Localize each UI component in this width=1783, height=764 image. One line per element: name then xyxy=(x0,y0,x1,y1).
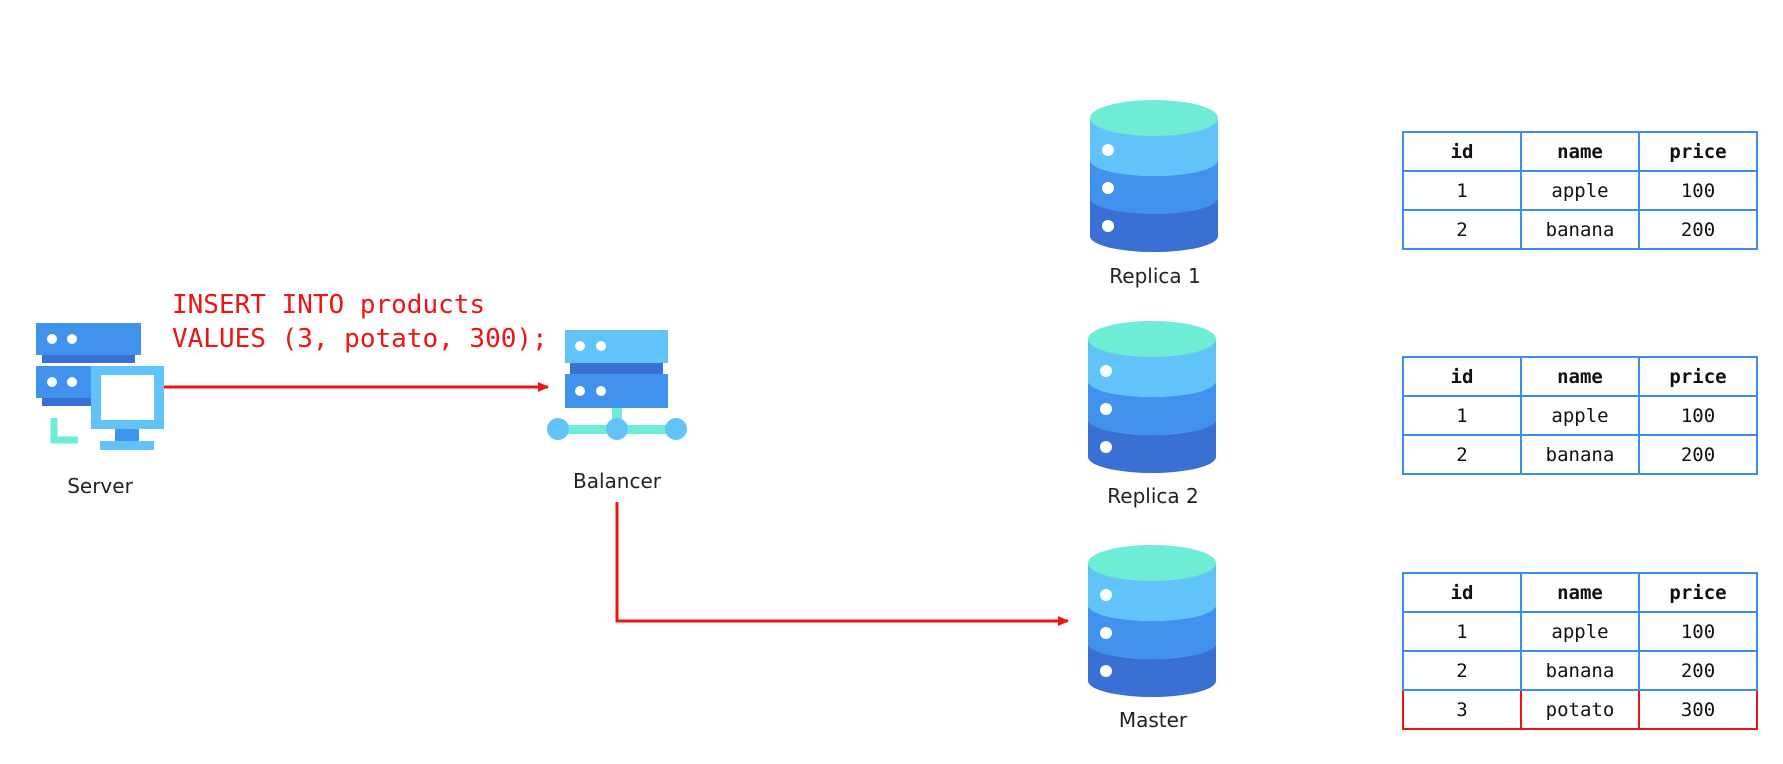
table-cell: 2 xyxy=(1402,650,1522,691)
table-cell: apple xyxy=(1520,611,1640,652)
replica-1-database xyxy=(1088,98,1220,256)
table-row: 2 banana 200 xyxy=(1402,434,1758,475)
replica-2-table: id name price 1 apple 100 2 banana 200 xyxy=(1402,356,1758,475)
replica-2-label: Replica 2 xyxy=(1107,484,1199,508)
replica-1-label: Replica 1 xyxy=(1109,264,1201,288)
replica-2-database xyxy=(1086,319,1218,477)
column-header: name xyxy=(1520,572,1640,613)
table-cell: 1 xyxy=(1402,170,1522,211)
column-header: price xyxy=(1638,356,1758,397)
server-node xyxy=(30,318,170,458)
table-cell: 1 xyxy=(1402,611,1522,652)
table-row: 1 apple 100 xyxy=(1402,611,1758,652)
balancer-node xyxy=(545,325,690,450)
table-header-row: id name price xyxy=(1402,356,1758,397)
database-icon xyxy=(1088,545,1216,697)
table-row: 1 apple 100 xyxy=(1402,170,1758,211)
column-header: id xyxy=(1402,131,1522,172)
database-icon xyxy=(1088,321,1216,473)
table-cell: 2 xyxy=(1402,209,1522,250)
master-label: Master xyxy=(1118,708,1188,732)
table-cell: 100 xyxy=(1638,611,1758,652)
replica-1-table: id name price 1 apple 100 2 banana 200 xyxy=(1402,131,1758,250)
load-balancer-icon xyxy=(547,330,687,440)
table-cell: 2 xyxy=(1402,434,1522,475)
database-icon xyxy=(1090,100,1218,252)
column-header: id xyxy=(1402,356,1522,397)
server-label: Server xyxy=(67,474,133,498)
master-table: id name price 1 apple 100 2 banana 200 3… xyxy=(1402,572,1758,730)
table-cell: banana xyxy=(1520,650,1640,691)
column-header: price xyxy=(1638,572,1758,613)
inserted-row: 3 potato 300 xyxy=(1402,689,1758,730)
table-cell: 100 xyxy=(1638,170,1758,211)
table-row: 2 banana 200 xyxy=(1402,209,1758,250)
table-cell: potato xyxy=(1520,689,1640,730)
master-database xyxy=(1086,543,1218,701)
table-row: 1 apple 100 xyxy=(1402,395,1758,436)
table-cell: apple xyxy=(1520,170,1640,211)
table-cell: 1 xyxy=(1402,395,1522,436)
table-cell: 3 xyxy=(1402,689,1522,730)
table-cell: banana xyxy=(1520,209,1640,250)
column-header: price xyxy=(1638,131,1758,172)
balancer-to-master-arrow xyxy=(615,502,1069,626)
table-cell: 100 xyxy=(1638,395,1758,436)
table-header-row: id name price xyxy=(1402,572,1758,613)
table-row: 2 banana 200 xyxy=(1402,650,1758,691)
table-cell: apple xyxy=(1520,395,1640,436)
column-header: name xyxy=(1520,356,1640,397)
sql-query-line-2: VALUES (3, potato, 300); xyxy=(172,324,548,354)
sql-query: INSERT INTO products VALUES (3, potato, … xyxy=(172,288,548,356)
table-cell: banana xyxy=(1520,434,1640,475)
server-computer-icon xyxy=(36,323,164,450)
table-header-row: id name price xyxy=(1402,131,1758,172)
sql-query-line-1: INSERT INTO products xyxy=(172,290,486,320)
column-header: name xyxy=(1520,131,1640,172)
table-cell: 200 xyxy=(1638,434,1758,475)
balancer-label: Balancer xyxy=(573,469,661,493)
table-cell: 200 xyxy=(1638,209,1758,250)
table-cell: 300 xyxy=(1638,689,1758,730)
column-header: id xyxy=(1402,572,1522,613)
table-cell: 200 xyxy=(1638,650,1758,691)
